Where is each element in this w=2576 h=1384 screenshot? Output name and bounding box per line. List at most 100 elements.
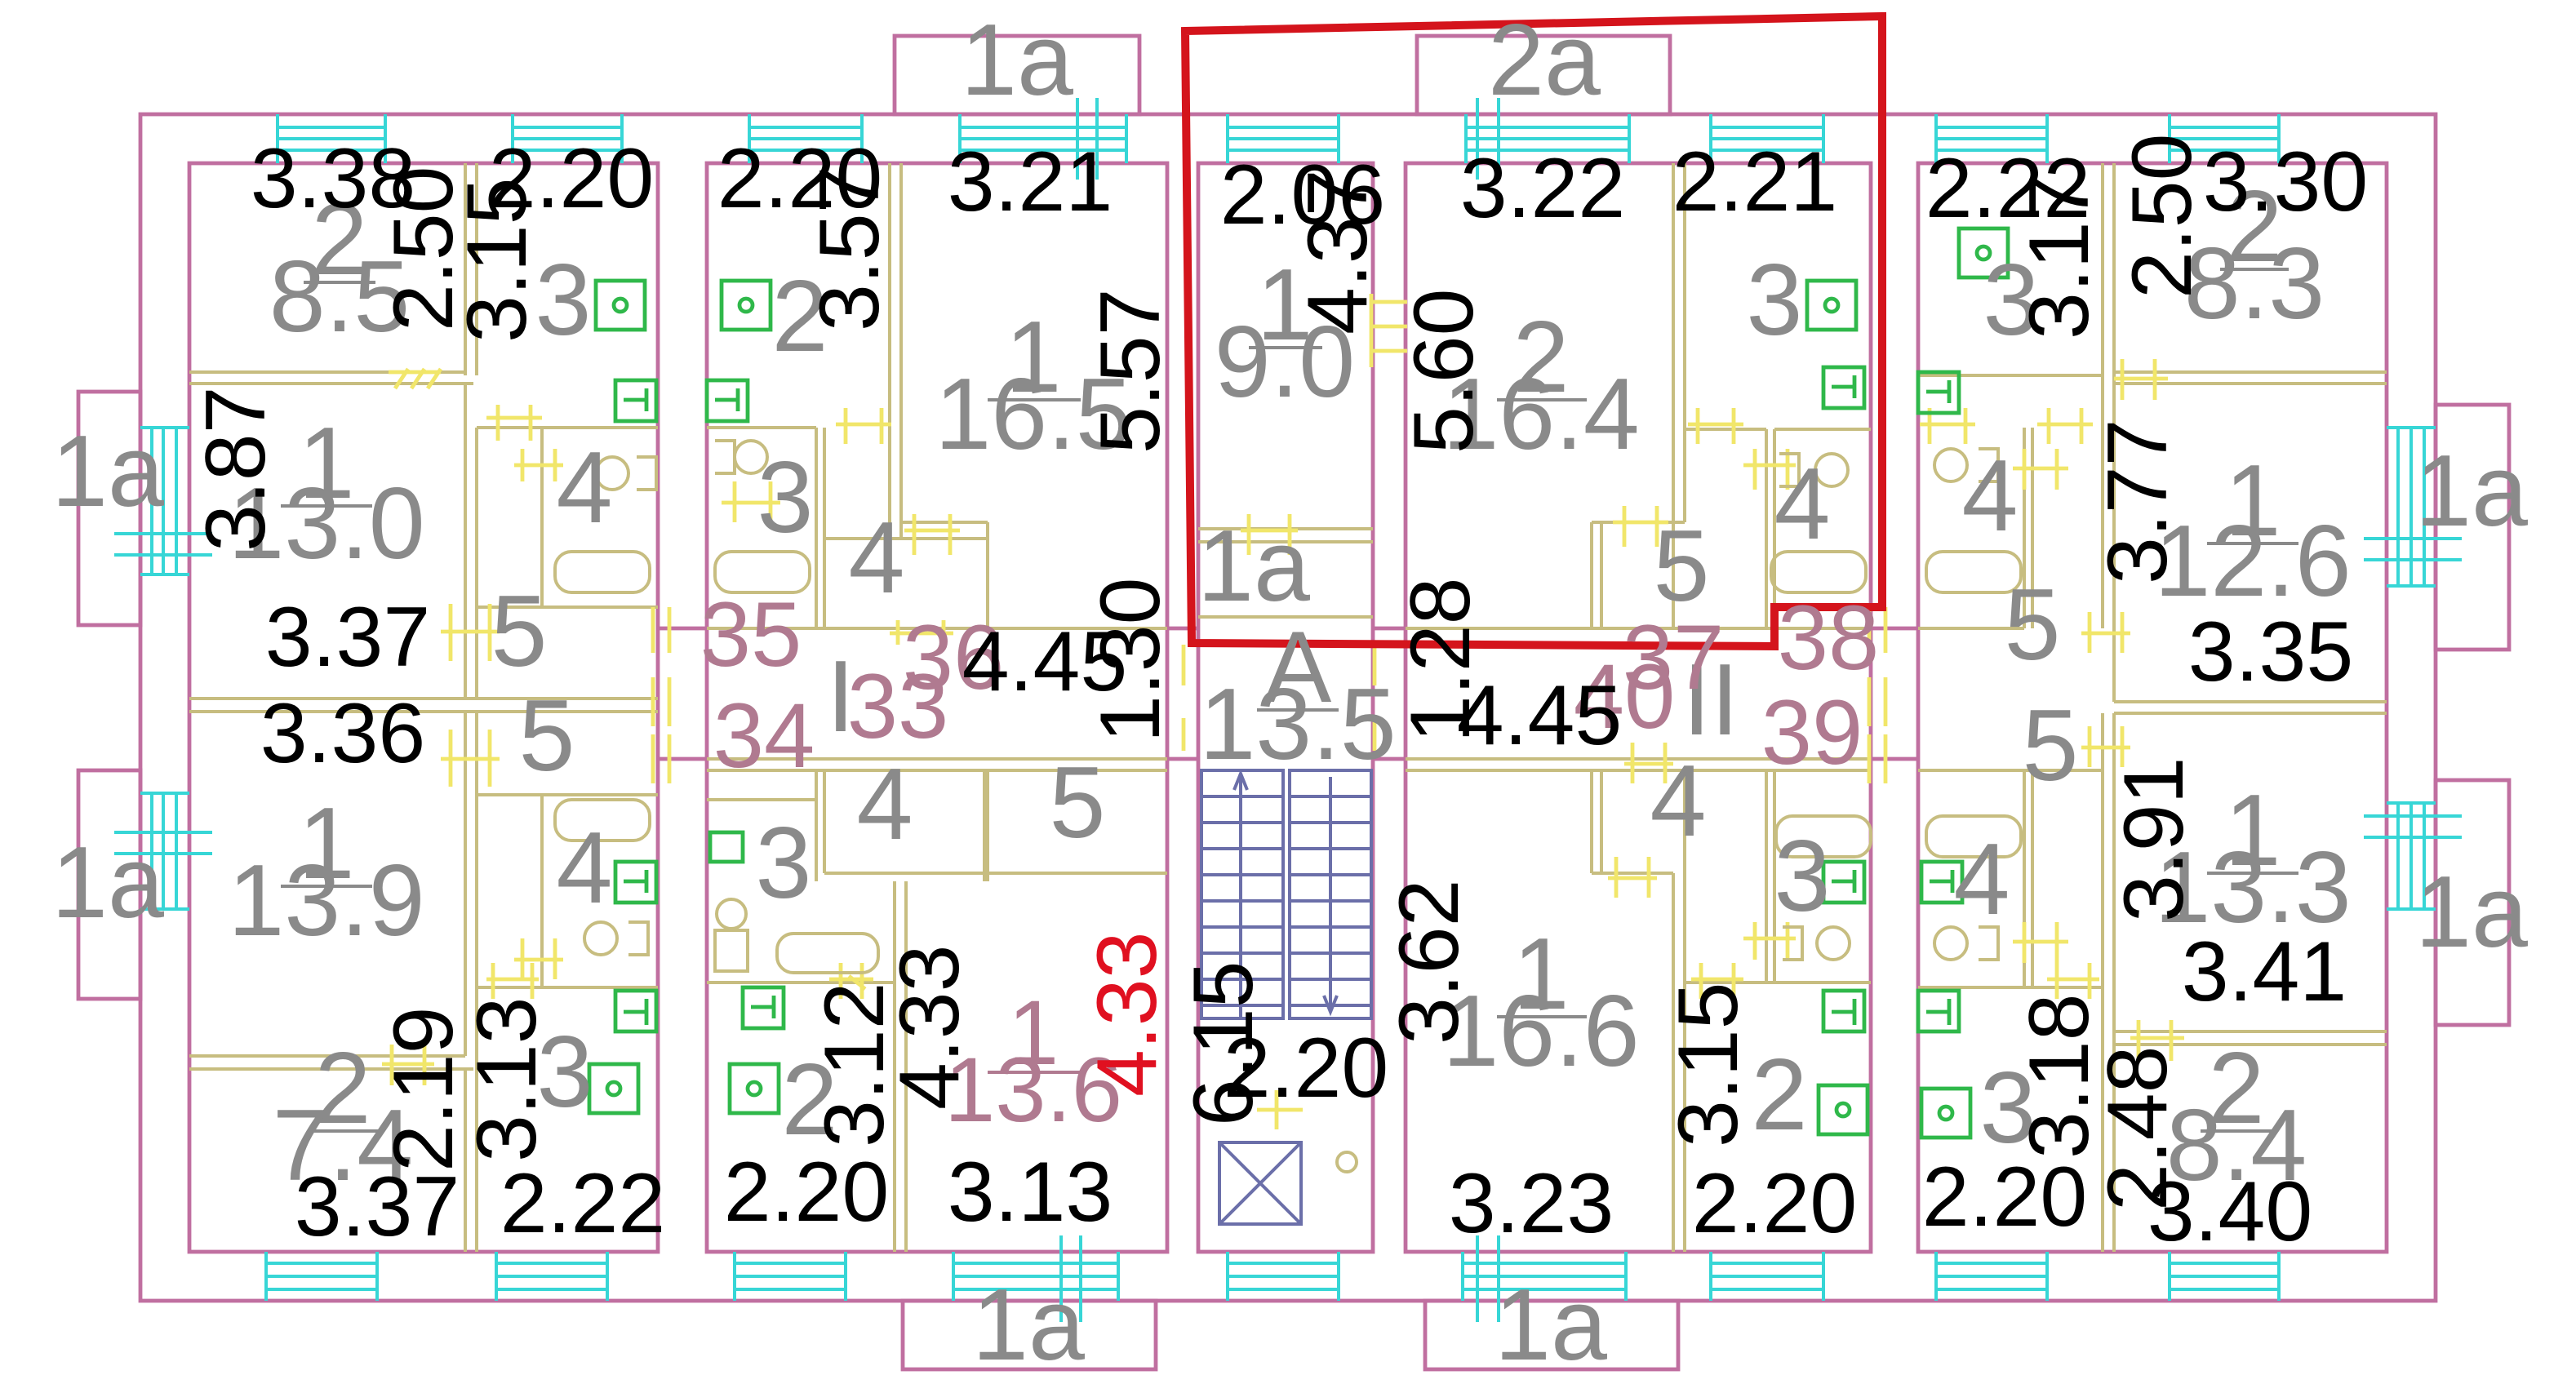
svg-text:4: 4 <box>1962 440 2019 552</box>
room-labels: 28.5 113.0 113.9 27.4 116.5 113.6 19.0 2… <box>228 171 2351 1202</box>
svg-text:33: 33 <box>847 655 949 757</box>
svg-text:2.20: 2.20 <box>1922 1150 2087 1244</box>
svg-text:1: 1 <box>299 407 355 520</box>
svg-text:4.45: 4.45 <box>962 614 1127 709</box>
room-label: 113.3 <box>2154 774 2351 944</box>
svg-text:2.20: 2.20 <box>724 1145 889 1240</box>
corridor-numbers: 35 36 34 33 37 40 38 39 <box>700 583 1880 787</box>
svg-text:6.15: 6.15 <box>1176 961 1271 1126</box>
svg-text:8.3: 8.3 <box>2184 228 2325 340</box>
svg-text:35: 35 <box>700 583 802 685</box>
svg-text:13.6: 13.6 <box>944 1039 1122 1141</box>
room-label: 19.0 <box>1215 249 1355 419</box>
svg-text:4: 4 <box>557 432 613 544</box>
room-label: 28.4 <box>2166 1032 2307 1202</box>
svg-text:2: 2 <box>782 1044 838 1156</box>
svg-text:3.36: 3.36 <box>260 686 425 781</box>
svg-text:1: 1 <box>1008 982 1059 1084</box>
svg-text:3.13: 3.13 <box>948 1145 1113 1240</box>
svg-text:3.30: 3.30 <box>2203 135 2368 229</box>
svg-text:9.0: 9.0 <box>1215 306 1355 419</box>
dimensions: 3.38 2.20 2.50 3.15 3.87 3.37 3.36 2.19 … <box>189 131 2368 1259</box>
svg-text:1: 1 <box>299 787 355 900</box>
section-label: I <box>827 641 855 753</box>
room-label: 113.9 <box>228 787 424 957</box>
balcony-label: 1а <box>51 415 164 528</box>
svg-text:3.62: 3.62 <box>1382 880 1477 1045</box>
svg-text:34: 34 <box>713 685 815 787</box>
balcony-labels: 1а 2а 1а 1а 1а 1а 1а 1а <box>51 4 2528 1382</box>
svg-text:1: 1 <box>2225 445 2281 557</box>
svg-text:40: 40 <box>1574 645 1676 747</box>
svg-text:2: 2 <box>1513 301 1570 414</box>
svg-text:2.20: 2.20 <box>489 131 654 226</box>
svg-text:5: 5 <box>1050 747 1106 859</box>
room-numbers: 3 4 5 5 4 3 2 3 4 3 4 5 2 1а 3 4 5 4 3 2… <box>491 244 2079 1164</box>
svg-text:3: 3 <box>537 1016 593 1129</box>
svg-text:2.48: 2.48 <box>2090 1046 2185 1211</box>
svg-text:4: 4 <box>1650 745 1707 858</box>
room-label: 116.5 <box>935 301 1131 471</box>
svg-text:1.30: 1.30 <box>1083 578 1178 743</box>
svg-text:3.38: 3.38 <box>251 131 415 226</box>
svg-text:36: 36 <box>903 606 1005 708</box>
svg-text:3.87: 3.87 <box>189 387 283 552</box>
balcony-label: 1а <box>961 4 1073 117</box>
svg-text:3.35: 3.35 <box>2188 605 2353 699</box>
svg-text:5: 5 <box>519 680 575 792</box>
stair-label: А 13.5 <box>1199 611 1396 781</box>
balcony-label: 1а <box>2415 856 2528 969</box>
svg-text:3.37: 3.37 <box>295 1160 460 1254</box>
svg-text:2.22: 2.22 <box>1925 141 2090 236</box>
svg-text:3.40: 3.40 <box>2147 1164 2312 1259</box>
outer-wall <box>138 112 2438 1303</box>
svg-text:2.22: 2.22 <box>500 1156 665 1251</box>
svg-text:3: 3 <box>535 244 592 357</box>
balcony-label: 1а <box>972 1269 1085 1382</box>
svg-text:8.5: 8.5 <box>269 241 410 353</box>
svg-text:2.50: 2.50 <box>376 166 471 331</box>
svg-text:2.20: 2.20 <box>1692 1156 1857 1251</box>
svg-text:3: 3 <box>756 807 812 920</box>
svg-text:3.17: 3.17 <box>2012 175 2107 339</box>
svg-text:16.4: 16.4 <box>1442 358 1639 471</box>
svg-text:5: 5 <box>1654 510 1710 623</box>
svg-text:5.57: 5.57 <box>1083 289 1178 454</box>
svg-text:2: 2 <box>772 260 828 373</box>
room-label: 116.6 <box>1442 918 1639 1088</box>
svg-text:3: 3 <box>1983 244 2040 357</box>
svg-text:38: 38 <box>1778 587 1880 689</box>
svg-text:2: 2 <box>1752 1039 1808 1151</box>
svg-text:2: 2 <box>2227 171 2283 283</box>
balcony-label: 1а <box>1495 1269 1607 1382</box>
balcony-label: 1а <box>2415 435 2528 548</box>
svg-text:4.33: 4.33 <box>882 945 977 1110</box>
svg-text:3.23: 3.23 <box>1449 1156 1614 1251</box>
svg-text:39: 39 <box>1761 681 1863 783</box>
svg-text:2.50: 2.50 <box>2115 134 2210 299</box>
svg-text:3.15: 3.15 <box>450 178 544 343</box>
svg-text:3: 3 <box>1774 820 1831 933</box>
svg-text:3: 3 <box>1980 1052 2036 1164</box>
svg-text:2.20: 2.20 <box>1224 1021 1388 1116</box>
svg-text:5.60: 5.60 <box>1397 289 1491 454</box>
svg-text:2: 2 <box>2209 1032 2265 1145</box>
svg-text:12.6: 12.6 <box>2154 505 2351 618</box>
svg-text:16.6: 16.6 <box>1442 975 1639 1088</box>
svg-text:5: 5 <box>491 575 548 688</box>
svg-text:1: 1 <box>1513 918 1570 1031</box>
svg-text:7.4: 7.4 <box>273 1089 413 1202</box>
svg-text:4.33: 4.33 <box>1080 932 1175 1097</box>
balcony-label: 2а <box>1488 4 1601 117</box>
svg-text:37: 37 <box>1623 606 1725 708</box>
svg-text:3.13: 3.13 <box>460 997 554 1162</box>
svg-text:1: 1 <box>2225 774 2281 887</box>
svg-text:3.57: 3.57 <box>802 166 897 331</box>
svg-text:3.41: 3.41 <box>2182 925 2347 1019</box>
svg-text:13.9: 13.9 <box>228 845 424 957</box>
svg-text:4: 4 <box>849 502 905 614</box>
svg-text:1: 1 <box>1006 301 1062 414</box>
corridor-walls <box>658 626 1918 761</box>
doors <box>382 294 2184 1129</box>
svg-text:13.0: 13.0 <box>228 468 424 580</box>
